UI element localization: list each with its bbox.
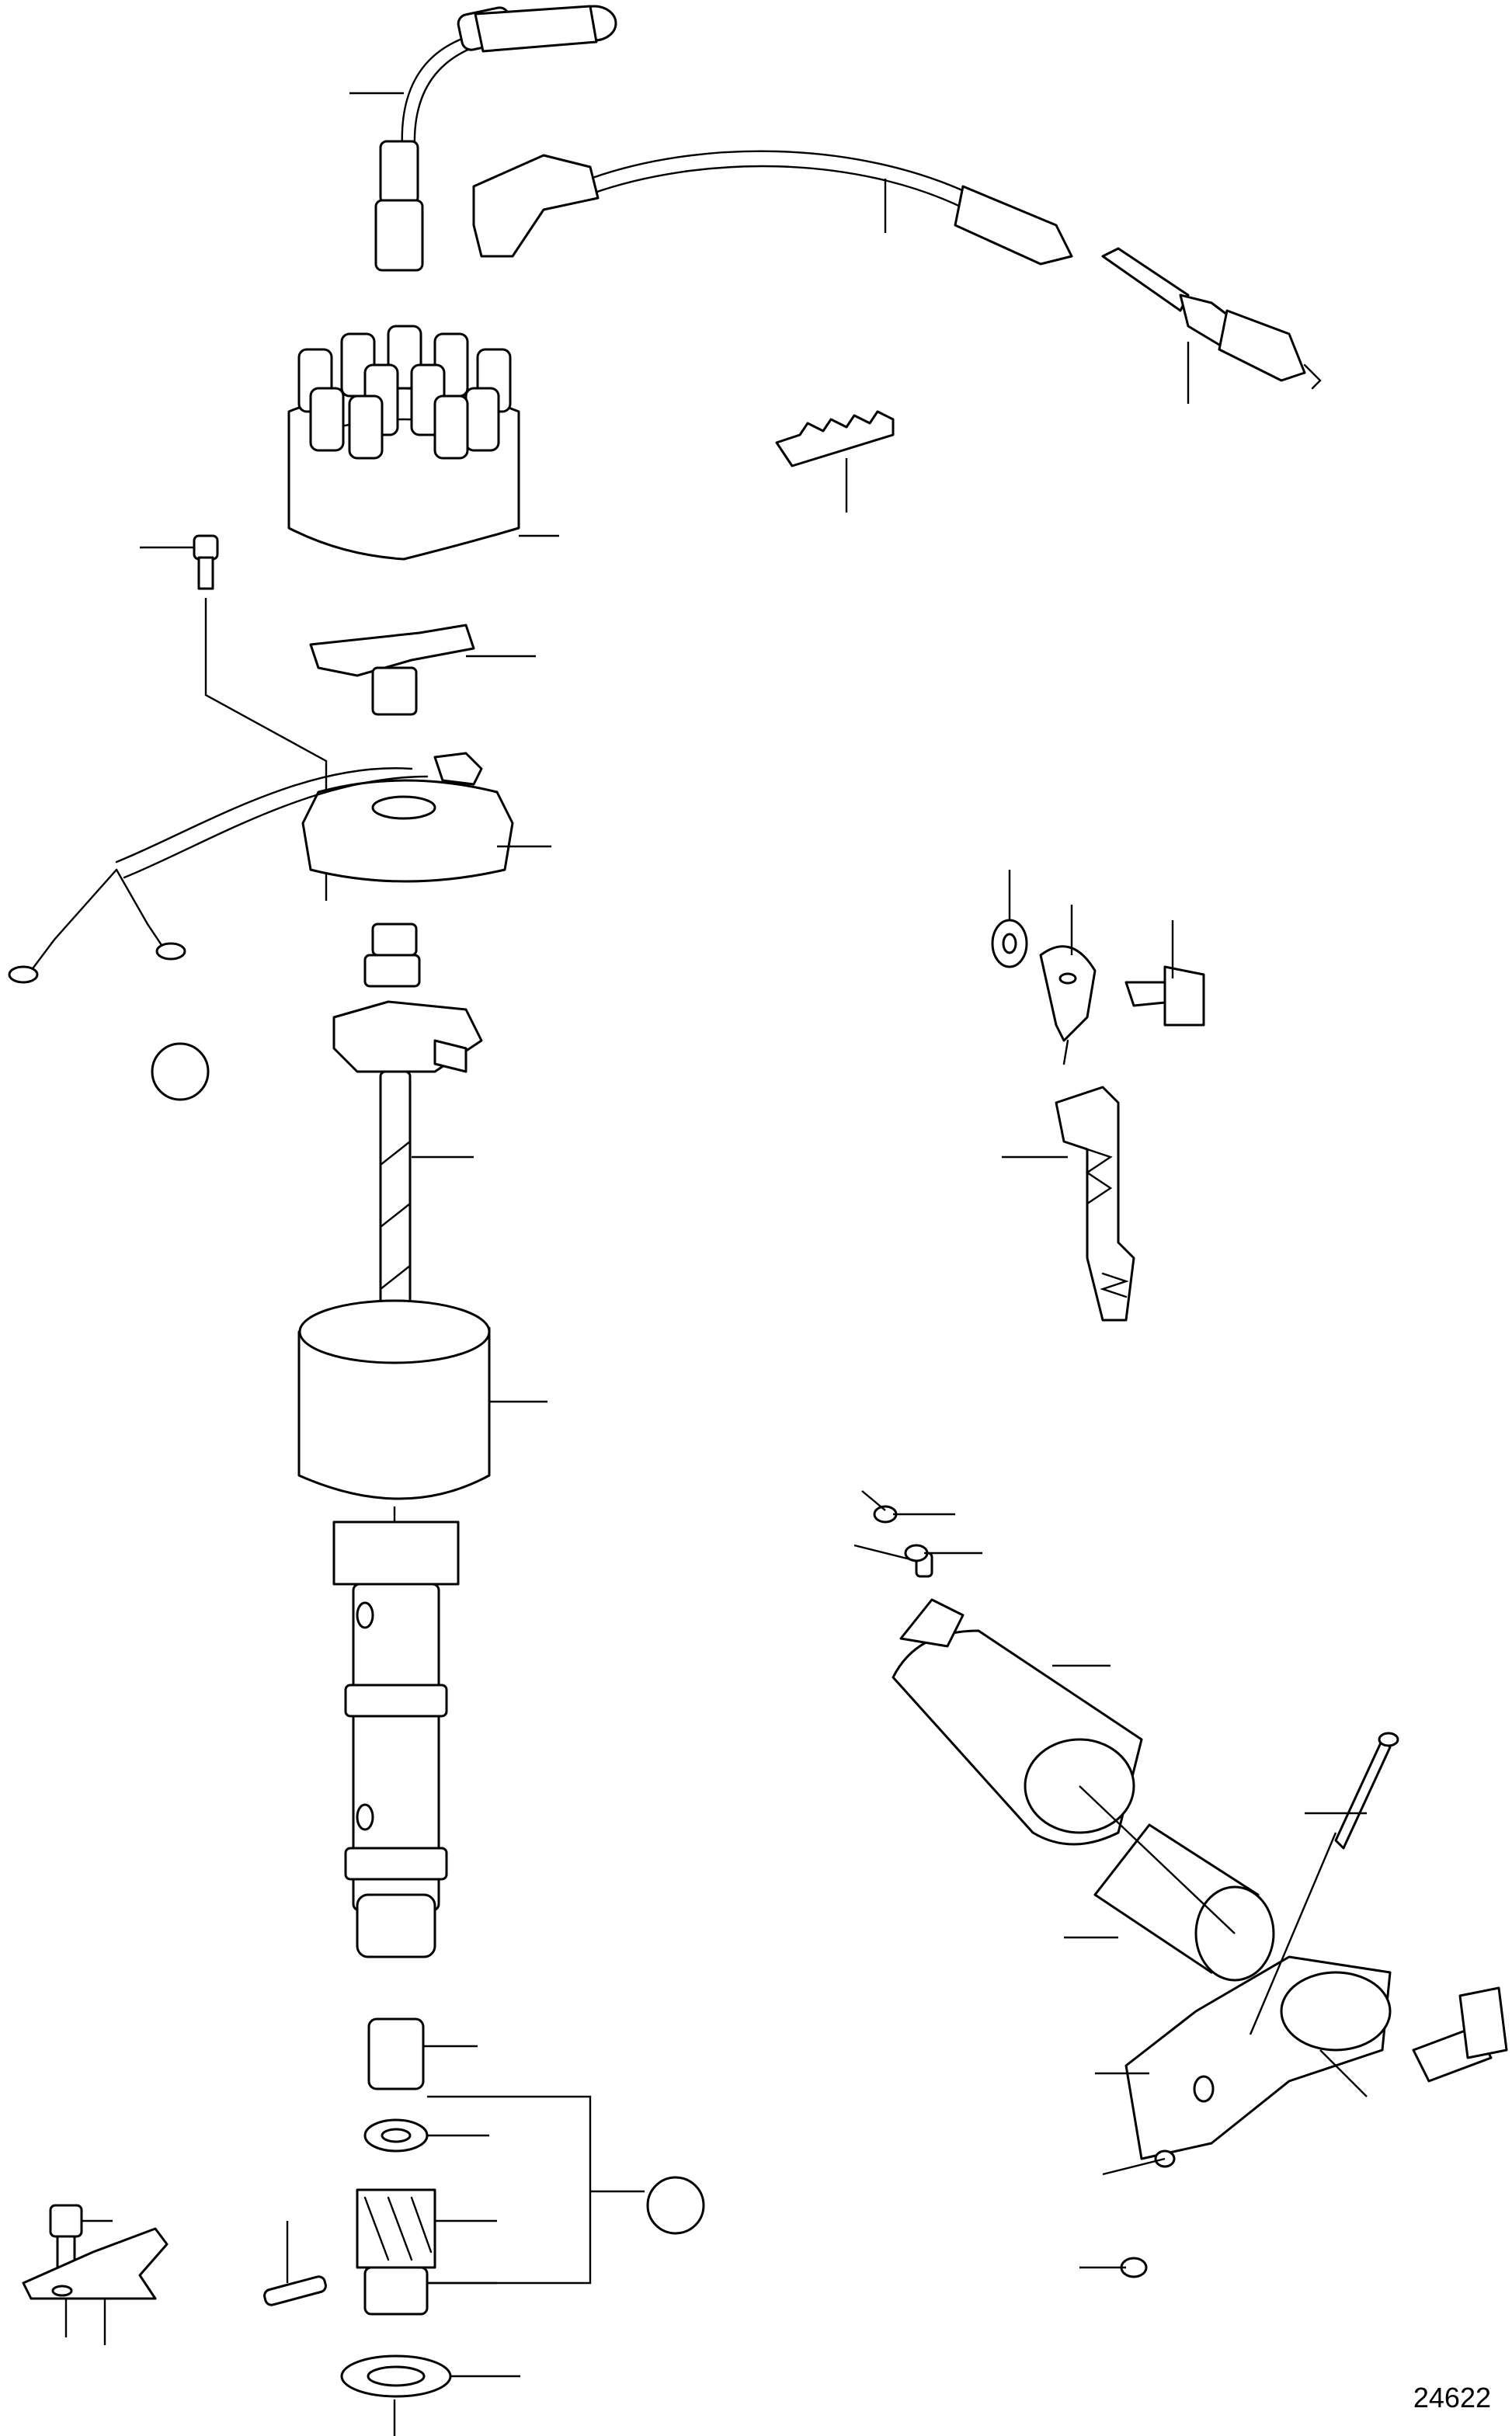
lower-washer [340,2354,452,2398]
coil-bracket [1124,1955,1392,2168]
figure-number: 24622 [1413,2382,1491,2413]
mounting-bracket-strip [1055,1086,1135,1322]
coil-sleeve [1093,1823,1275,1982]
flat-washer [991,919,1028,968]
bracket-screw [1334,1732,1399,1850]
thrust-washer [363,2118,429,2153]
reference-circle-lower [646,2176,705,2235]
spark-plug [1101,247,1322,390]
advance-weights [332,923,483,1073]
distributor-cap [287,325,520,561]
drive-gear [356,2188,436,2316]
ignition-coil [873,1505,1143,1846]
pickup-coil [8,752,514,984]
ignition-wire-cap-lead [374,5,617,272]
reference-circle-upper [151,1042,210,1101]
wire-separator-clip [775,410,895,467]
roll-pin [263,2275,327,2306]
callout-leaders [64,92,1368,2436]
hold-down-clamp [22,2227,169,2300]
spark-plug-wire [472,150,1073,266]
ring-terminal [1039,945,1097,1065]
hex-bolt [1124,965,1205,1027]
bracket-bolt [1412,1986,1508,2083]
rotor [309,624,475,716]
bushing [367,2017,425,2090]
distributor-housing [297,1299,491,1958]
